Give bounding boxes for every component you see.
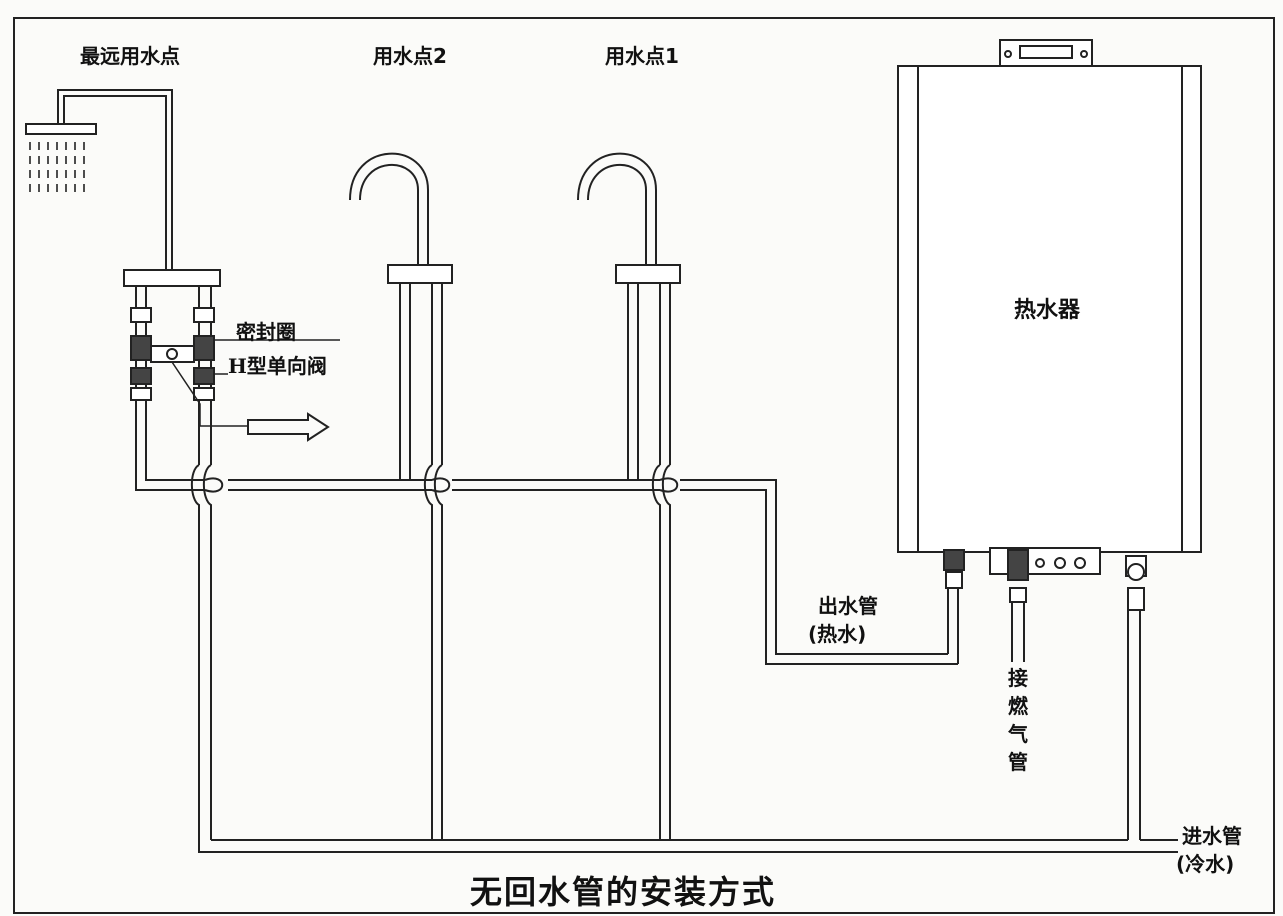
cold-inlet-fitting [1125,555,1147,840]
faucet-1-icon [577,152,657,265]
label-point1: 用水点1 [605,44,679,68]
label-inlet-pipe: 进水管 [1182,824,1242,848]
diagram-frame [13,17,1275,914]
gas-pipe-fitting [1007,549,1029,662]
faucet-2-legs [399,283,443,480]
shower-head-icon [25,123,97,192]
label-seal: 密封圈 [236,320,296,344]
cold-water-main [198,839,1178,853]
label-outlet-pipe: 出水管 [818,594,878,618]
faucet-2-icon [349,152,429,265]
faucet-1-base [615,264,681,284]
hot-outlet-fitting [943,549,965,664]
label-outlet-hot: (热水) [808,622,867,646]
shower-mixer-block [123,269,221,287]
label-inlet-cold: (冷水) [1176,852,1235,876]
label-heater: 热水器 [1014,298,1081,323]
flow-arrow-icon [247,412,330,442]
valve-leader-line [171,361,248,427]
cold-water-risers [190,464,671,840]
hot-water-main [228,479,958,665]
shower-riser-pipe [57,89,173,272]
label-farthest-point: 最远用水点 [80,44,180,68]
faucet-1-legs [627,283,671,480]
faucet-2-base [387,264,453,284]
label-gas-pipe: 接燃气管 [1008,666,1028,774]
label-h-valve: H型单向阀 [228,354,327,378]
h-check-valve-icon [130,307,215,401]
water-heater-unit [897,39,1202,575]
label-point2: 用水点2 [373,44,447,68]
pipe-crossover [204,477,679,493]
diagram-title: 无回水管的安装方式 [470,873,777,911]
